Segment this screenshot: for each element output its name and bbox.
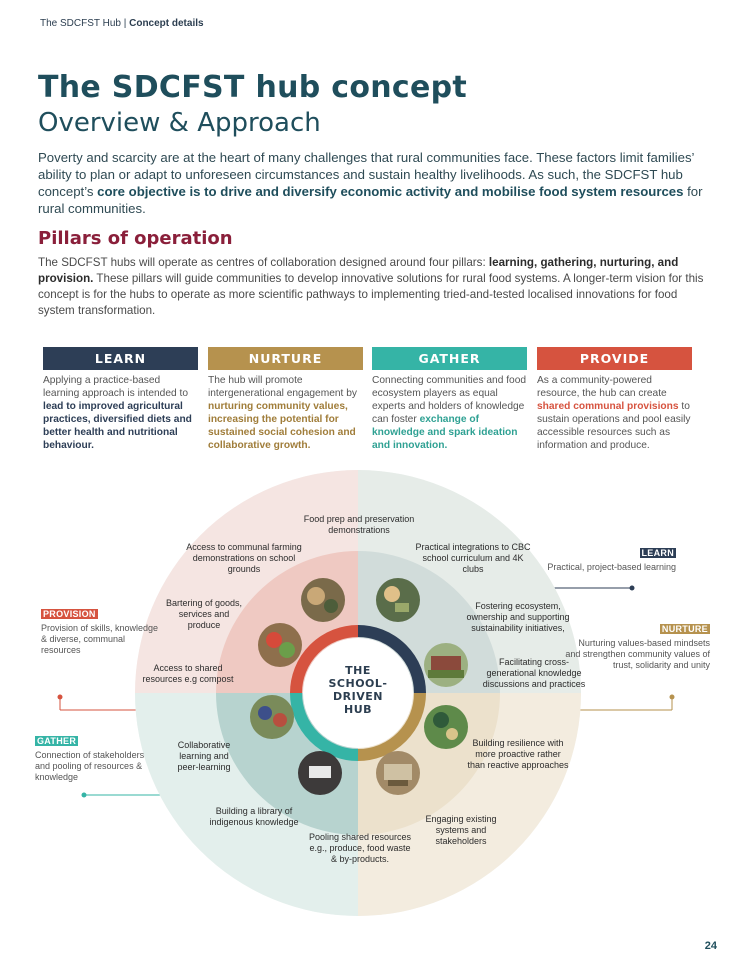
pillars-text-b: These pillars will guide communities to … <box>38 272 704 317</box>
section-title: Pillars of operation <box>38 228 233 249</box>
wheel-label-building-resilience: Building resilience with more proactive … <box>467 738 569 770</box>
pillar-learn-text: Applying a practice-based learning appro… <box>43 375 188 399</box>
side-note-gather: GATHER Connection of stakeholders and po… <box>35 731 160 783</box>
wheel-label-communal-farming: Access to communal farming demonstration… <box>186 542 302 574</box>
hub-label-line-3: DRIVEN <box>333 690 383 703</box>
wheel-label-collaborative-learning: Collaborative learning and peer-learning <box>177 740 231 772</box>
pillars-paragraph: The SDCFST hubs will operate as centres … <box>38 255 708 319</box>
hub-label-line-4: HUB <box>343 703 373 716</box>
side-note-provision: PROVISION Provision of skills, knowledge… <box>41 604 161 656</box>
wheel-label-engaging-systems: Engaging existing systems and stakeholde… <box>425 814 497 846</box>
photo-storage-icon <box>376 751 420 795</box>
photo-field-icon <box>424 705 468 749</box>
hub-ring-learn <box>357 625 426 694</box>
pillar-provide-text: As a community-powered resource, the hub… <box>537 375 667 399</box>
provision-connector-dot <box>57 694 63 700</box>
hub-label: THE SCHOOL- DRIVEN HUB <box>318 664 398 716</box>
wheel-label-pooling-resources: Pooling shared resources e.g., produce, … <box>308 832 412 864</box>
wheel-label-bartering: Bartering of goods, services and produce <box>165 598 243 630</box>
pillar-nurture-text: The hub will promote intergenerational e… <box>208 375 357 399</box>
wheel-label-cbc-curriculum: Practical integrations to CBC school cur… <box>415 542 531 574</box>
side-note-learn-tag: LEARN <box>639 548 676 558</box>
pillar-provide-text-end: to sustain operations and pool easily ac… <box>537 401 691 451</box>
wheel-label-shared-resources: Access to shared resources e.g compost <box>142 663 234 684</box>
intro-end: for rural communities. <box>38 184 703 216</box>
page-title: The SDCFST hub concept <box>38 70 468 105</box>
pillar-gather-description: Connecting communities and food ecosyste… <box>372 374 527 452</box>
wheel-label-library: Building a library of indigenous knowled… <box>209 806 299 827</box>
side-note-provision-tag: PROVISION <box>41 609 98 619</box>
photo-classroom-icon <box>376 578 420 622</box>
side-note-gather-tag: GATHER <box>35 736 79 746</box>
pillar-nurture-highlight: nurturing community values, increasing t… <box>208 401 356 451</box>
pillar-learn-highlight: lead to improved agricultural practices,… <box>43 401 192 451</box>
page-number: 24 <box>704 940 717 952</box>
pillar-provide-header: PROVIDE <box>537 347 692 370</box>
intro-bold: core objective is to drive and diversify… <box>97 184 684 199</box>
hub-label-line-2: SCHOOL- <box>328 677 388 690</box>
breadcrumb: The SDCFST Hub | Concept details <box>40 18 204 29</box>
photo-produce-icon <box>258 623 302 667</box>
hub-center <box>303 638 413 748</box>
page-subtitle: Overview & Approach <box>38 108 321 138</box>
pillar-provide-description: As a community-powered resource, the hub… <box>537 374 692 452</box>
photo-school-building-icon <box>424 643 468 687</box>
side-note-nurture-tag: NURTURE <box>659 624 710 634</box>
photo-compost-icon <box>250 695 294 739</box>
intro-paragraph: Poverty and scarcity are at the heart of… <box>38 149 718 217</box>
wheel-label-fostering-ecosystem: Fostering ecosystem, ownership and suppo… <box>466 601 570 633</box>
learn-connector-dot <box>629 585 635 591</box>
hub-ring-gather <box>290 692 359 761</box>
breadcrumb-section: The SDCFST Hub <box>40 18 121 29</box>
hub-wheel-diagram <box>57 470 675 916</box>
side-note-nurture-text: Nurturing values-based mindsets and stre… <box>565 638 710 670</box>
pillar-gather-text: Connecting communities and food ecosyste… <box>372 375 527 425</box>
side-note-nurture: NURTURE Nurturing values-based mindsets … <box>565 619 710 671</box>
pillar-learn-description: Applying a practice-based learning appro… <box>43 374 198 452</box>
wheel-label-cross-generational: Facilitating cross-generational knowledg… <box>482 657 586 689</box>
hub-label-line-1: THE <box>345 664 371 677</box>
wheel-label-food-prep: Food prep and preservation demonstration… <box>303 514 415 535</box>
pillar-provide-highlight: shared communal provisions <box>537 401 679 412</box>
gather-connector-dot <box>81 792 87 798</box>
intro-text: Poverty and scarcity are at the heart of… <box>38 150 694 199</box>
pillars-text-bold: learning, gathering, nurturing, and prov… <box>38 256 679 285</box>
side-note-provision-text: Provision of skills, knowledge & diverse… <box>41 623 159 655</box>
photo-cooking-icon <box>301 578 345 622</box>
pillar-nurture-header: NURTURE <box>208 347 363 370</box>
photo-library-icon <box>298 751 342 795</box>
pillar-gather-header: GATHER <box>372 347 527 370</box>
breadcrumb-separator: | <box>120 18 130 29</box>
side-note-learn: LEARN Practical, project-based learning <box>516 543 676 573</box>
pillar-learn-header: LEARN <box>43 347 198 370</box>
side-note-gather-text: Connection of stakeholders and pooling o… <box>35 750 145 782</box>
hub-ring-nurture <box>357 692 426 761</box>
hub-ring-provide <box>290 625 359 694</box>
pillars-text-a: The SDCFST hubs will operate as centres … <box>38 256 489 269</box>
breadcrumb-page: Concept details <box>129 18 204 29</box>
pillar-nurture-description: The hub will promote intergenerational e… <box>208 374 363 452</box>
pillar-gather-highlight: exchange of knowledge and spark ideation… <box>372 414 518 451</box>
side-note-learn-text: Practical, project-based learning <box>547 562 676 572</box>
nurture-connector-dot <box>669 694 675 700</box>
